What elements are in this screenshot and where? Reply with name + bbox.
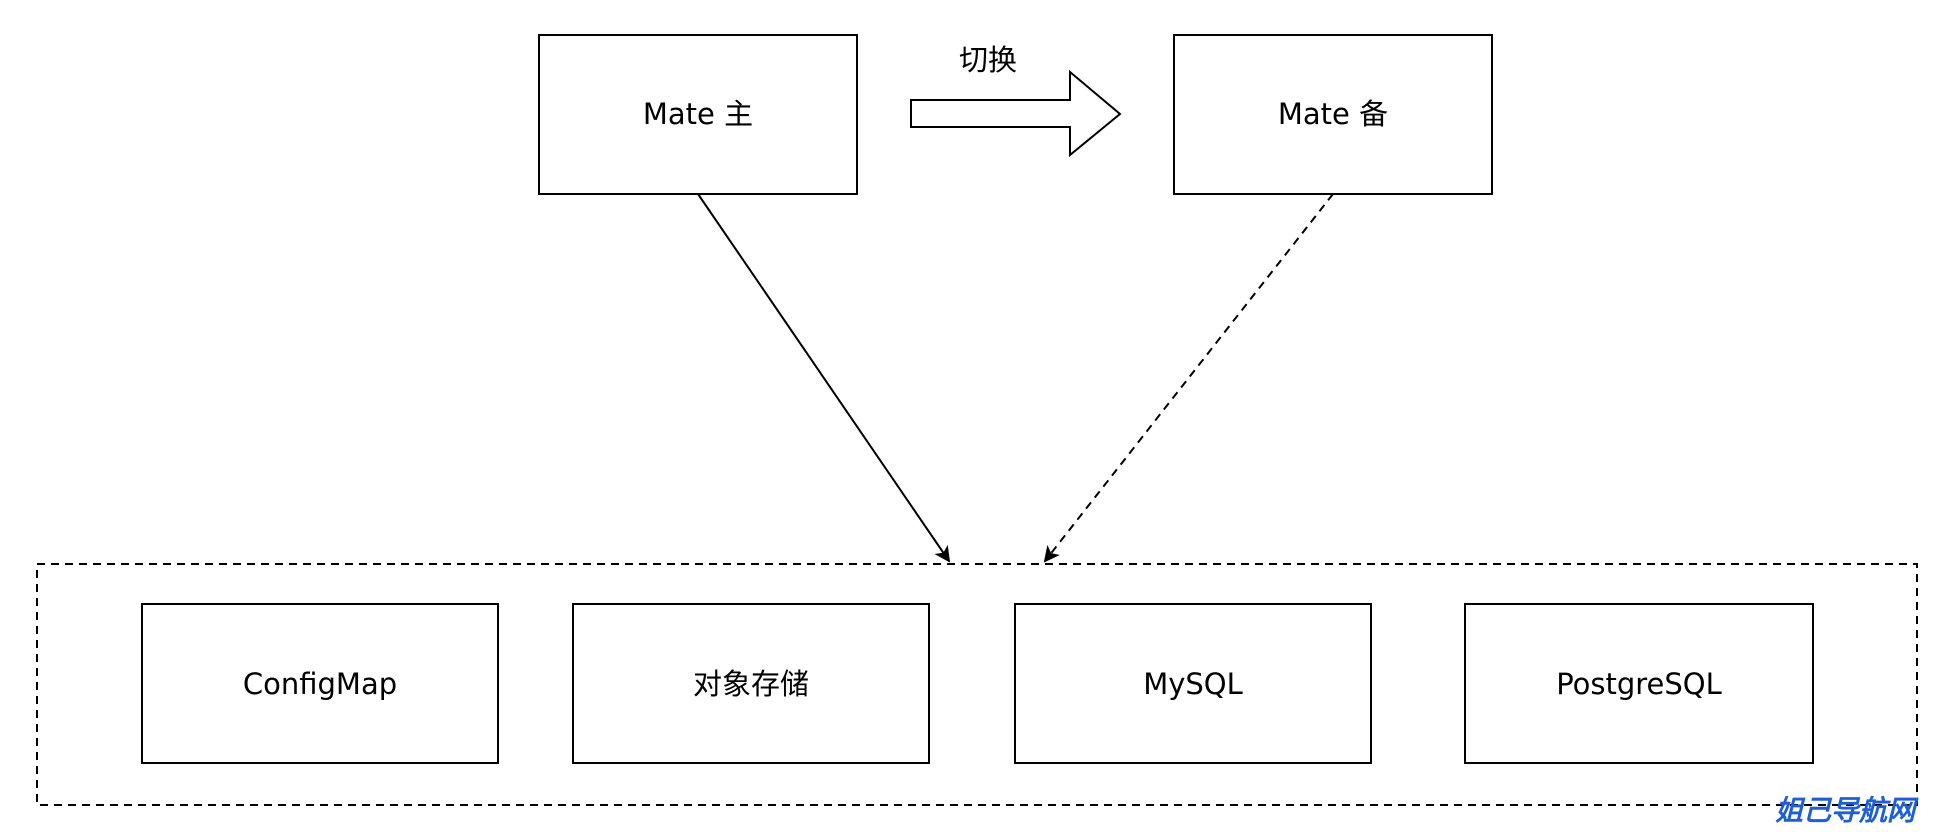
configmap-label: ConfigMap [243,667,397,701]
switch-arrow: 切换 [910,43,1122,158]
mate-primary-node: Mate 主 [538,34,858,195]
storage-group-container [36,563,1918,806]
configmap-node: ConfigMap [141,603,499,764]
mysql-label: MySQL [1143,667,1243,701]
mate-backup-node: Mate 备 [1173,34,1493,195]
mate-backup-label: Mate 备 [1278,97,1388,131]
postgresql-node: PostgreSQL [1464,603,1814,764]
watermark-text: 姐己导航网 [1775,794,1919,827]
backup-to-storage-connector [1043,193,1334,563]
postgresql-label: PostgreSQL [1556,667,1722,701]
object-storage-node: 对象存储 [572,603,930,764]
primary-to-storage-connector [697,193,951,563]
object-storage-label: 对象存储 [693,667,809,701]
switch-label: 切换 [959,43,1017,77]
mysql-node: MySQL [1014,603,1372,764]
mate-primary-label: Mate 主 [643,97,753,131]
